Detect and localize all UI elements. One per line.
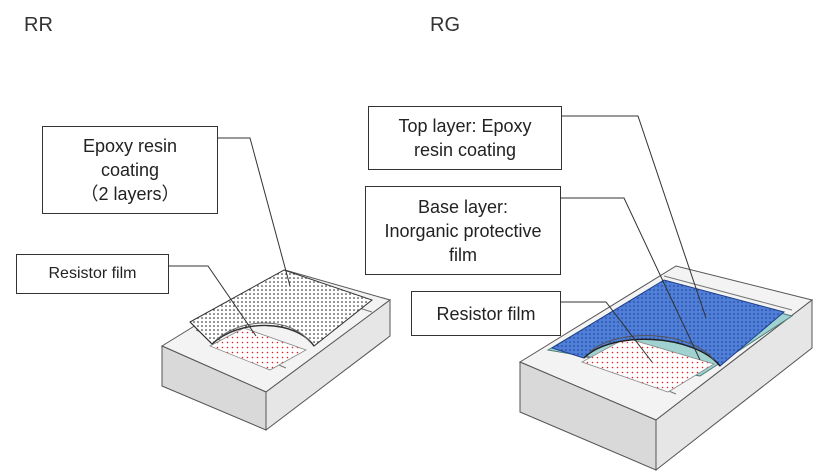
- rr-epoxy-label-line-3: （2 layers）: [80, 184, 180, 204]
- rg-base-label-line-3: film: [449, 244, 477, 265]
- rr-chip-side: [265, 299, 391, 432]
- rr-resistor-label: Resistor film: [16, 254, 169, 294]
- rr-resistor-label-text: Resistor film: [48, 265, 137, 282]
- rg-base-label-line-1: Base layer:: [417, 196, 509, 217]
- rg-chip: [518, 265, 814, 472]
- rg-resistor-film: [581, 337, 715, 393]
- rg-top-label-line-1: Top layer: Epoxy: [398, 116, 532, 136]
- leader-lines: [169, 115, 707, 363]
- rg-chip-side: [655, 298, 813, 472]
- rg-base-label-line-2: Inorganic protective: [384, 220, 542, 241]
- rg-resistor-label: Resistor film: [411, 291, 561, 336]
- rg-resistor-label-text: Resistor film: [436, 303, 536, 324]
- rg-top-layer-label: Top layer: Epoxy resin coating: [368, 106, 562, 170]
- rr-epoxy-label: Epoxy resin coating （2 layers）: [42, 126, 218, 214]
- rr-heading: RR: [24, 14, 53, 36]
- rg-top-label-line-2: resin coating: [413, 140, 517, 160]
- rg-heading: RG: [430, 14, 460, 36]
- rg-base-layer-label: Base layer: Inorganic protective film: [365, 186, 561, 275]
- rr-resistor-film: [209, 327, 307, 371]
- rr-epoxy-label-line-1: Epoxy resin: [82, 136, 178, 156]
- rr-chip: [160, 269, 392, 432]
- rr-epoxy-label-line-2: coating: [100, 160, 160, 180]
